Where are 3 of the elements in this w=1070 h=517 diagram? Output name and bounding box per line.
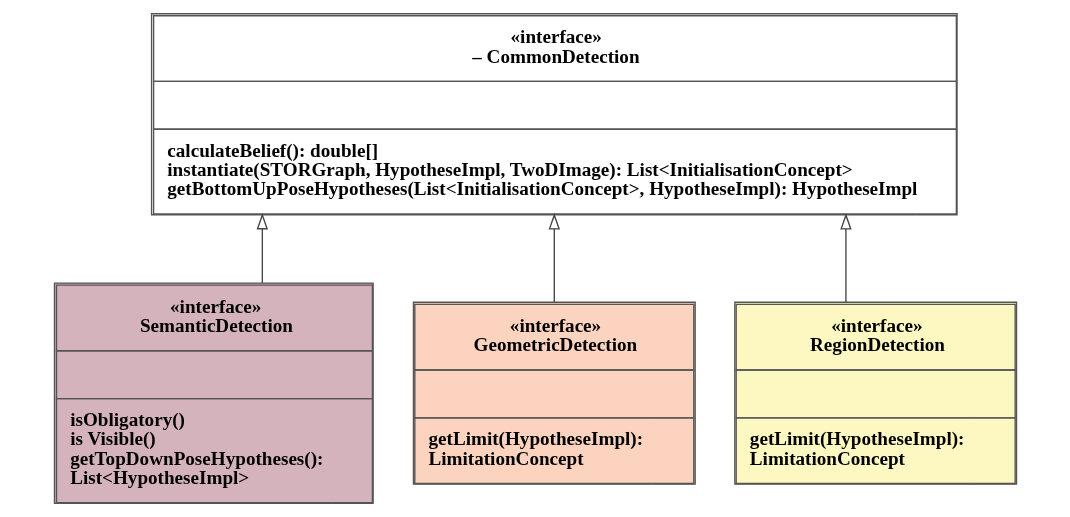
arrow: [839, 213, 852, 303]
arrow: [548, 213, 560, 303]
arrow: [256, 213, 268, 284]
